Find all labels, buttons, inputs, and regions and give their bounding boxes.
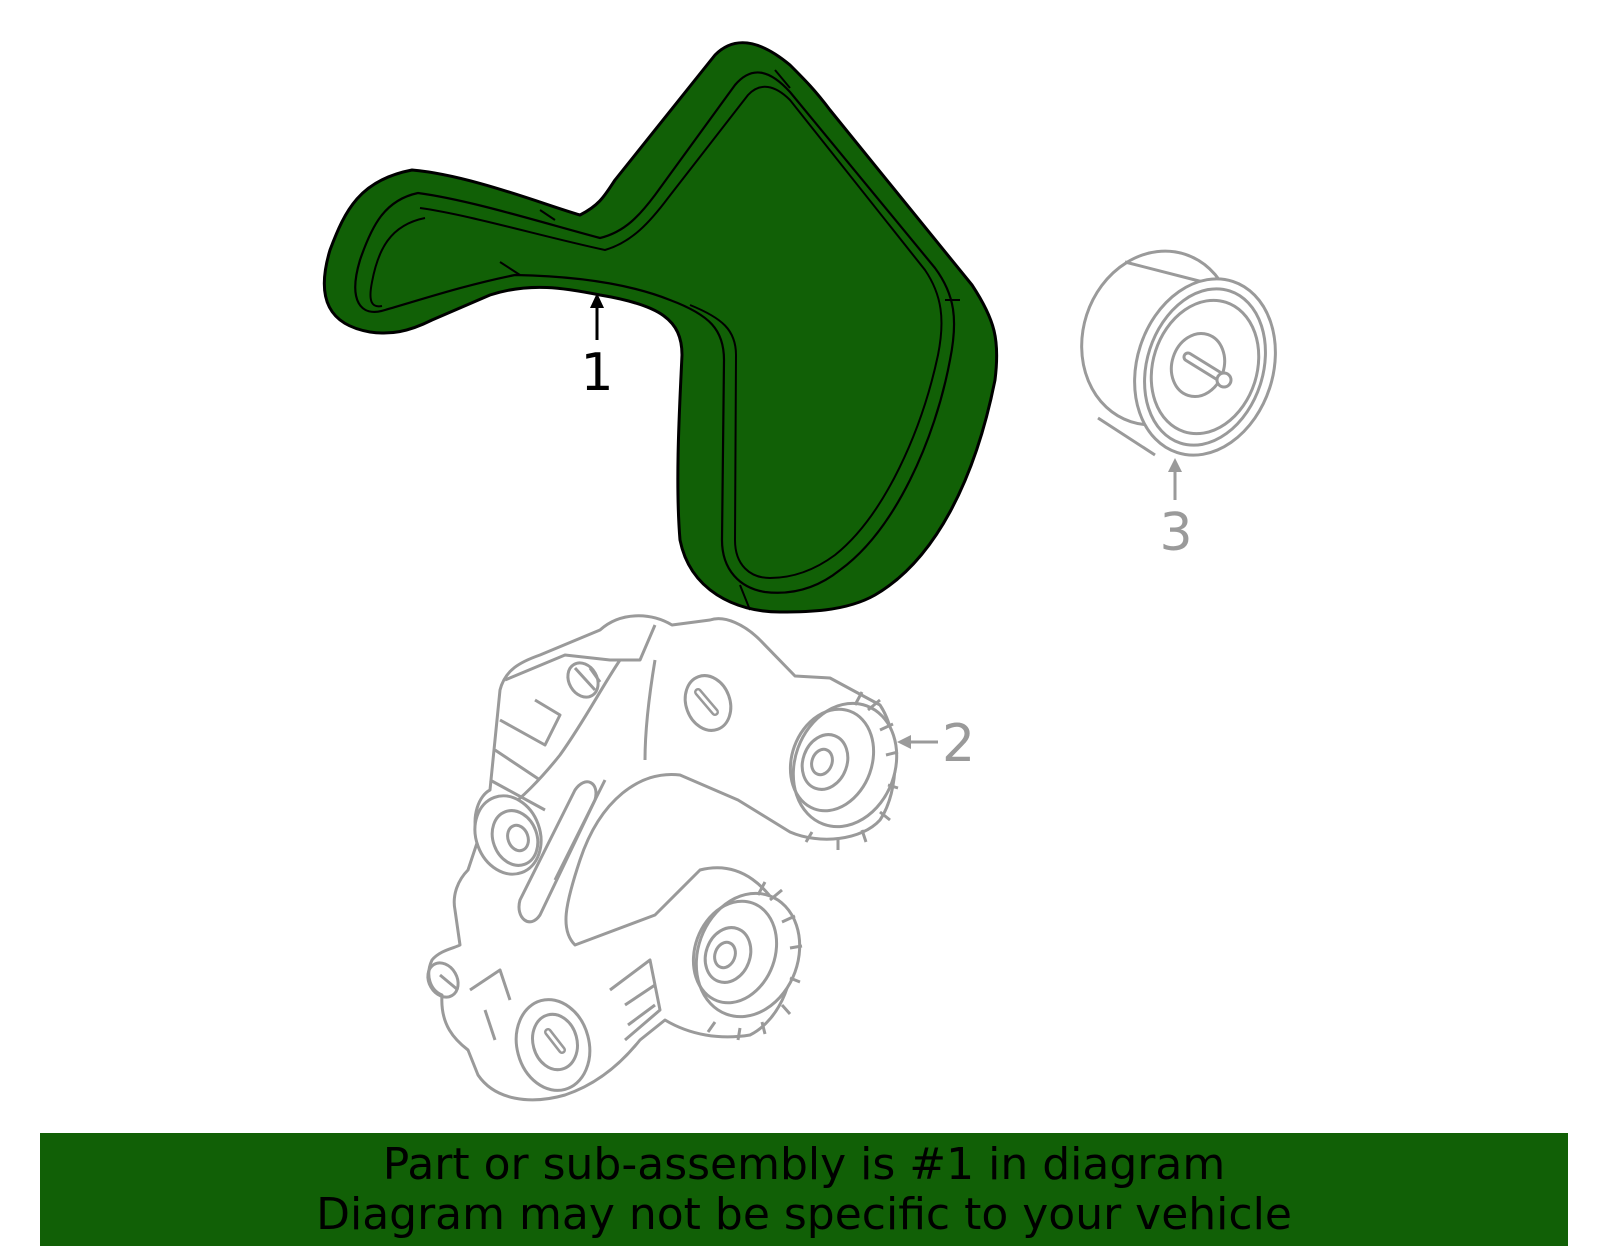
banner-line-2: Diagram may not be specific to your vehi…: [316, 1188, 1292, 1240]
callout-3-label: 3: [1159, 503, 1192, 563]
callout-1[interactable]: 1: [580, 293, 614, 403]
serpentine-belt-icon[interactable]: [322, 41, 999, 614]
callout-3[interactable]: 3: [1159, 458, 1193, 563]
callout-1-label: 1: [580, 343, 613, 403]
callout-2[interactable]: 2: [897, 714, 975, 774]
banner-line-1: Part or sub-assembly is #1 in diagram: [382, 1138, 1226, 1190]
callout-2-label: 2: [942, 714, 975, 774]
notice-banner: Part or sub-assembly is #1 in diagram Di…: [40, 1133, 1568, 1246]
belt-tensioner-assembly-icon[interactable]: [422, 614, 914, 1102]
idler-pulley-icon[interactable]: [1059, 231, 1297, 473]
